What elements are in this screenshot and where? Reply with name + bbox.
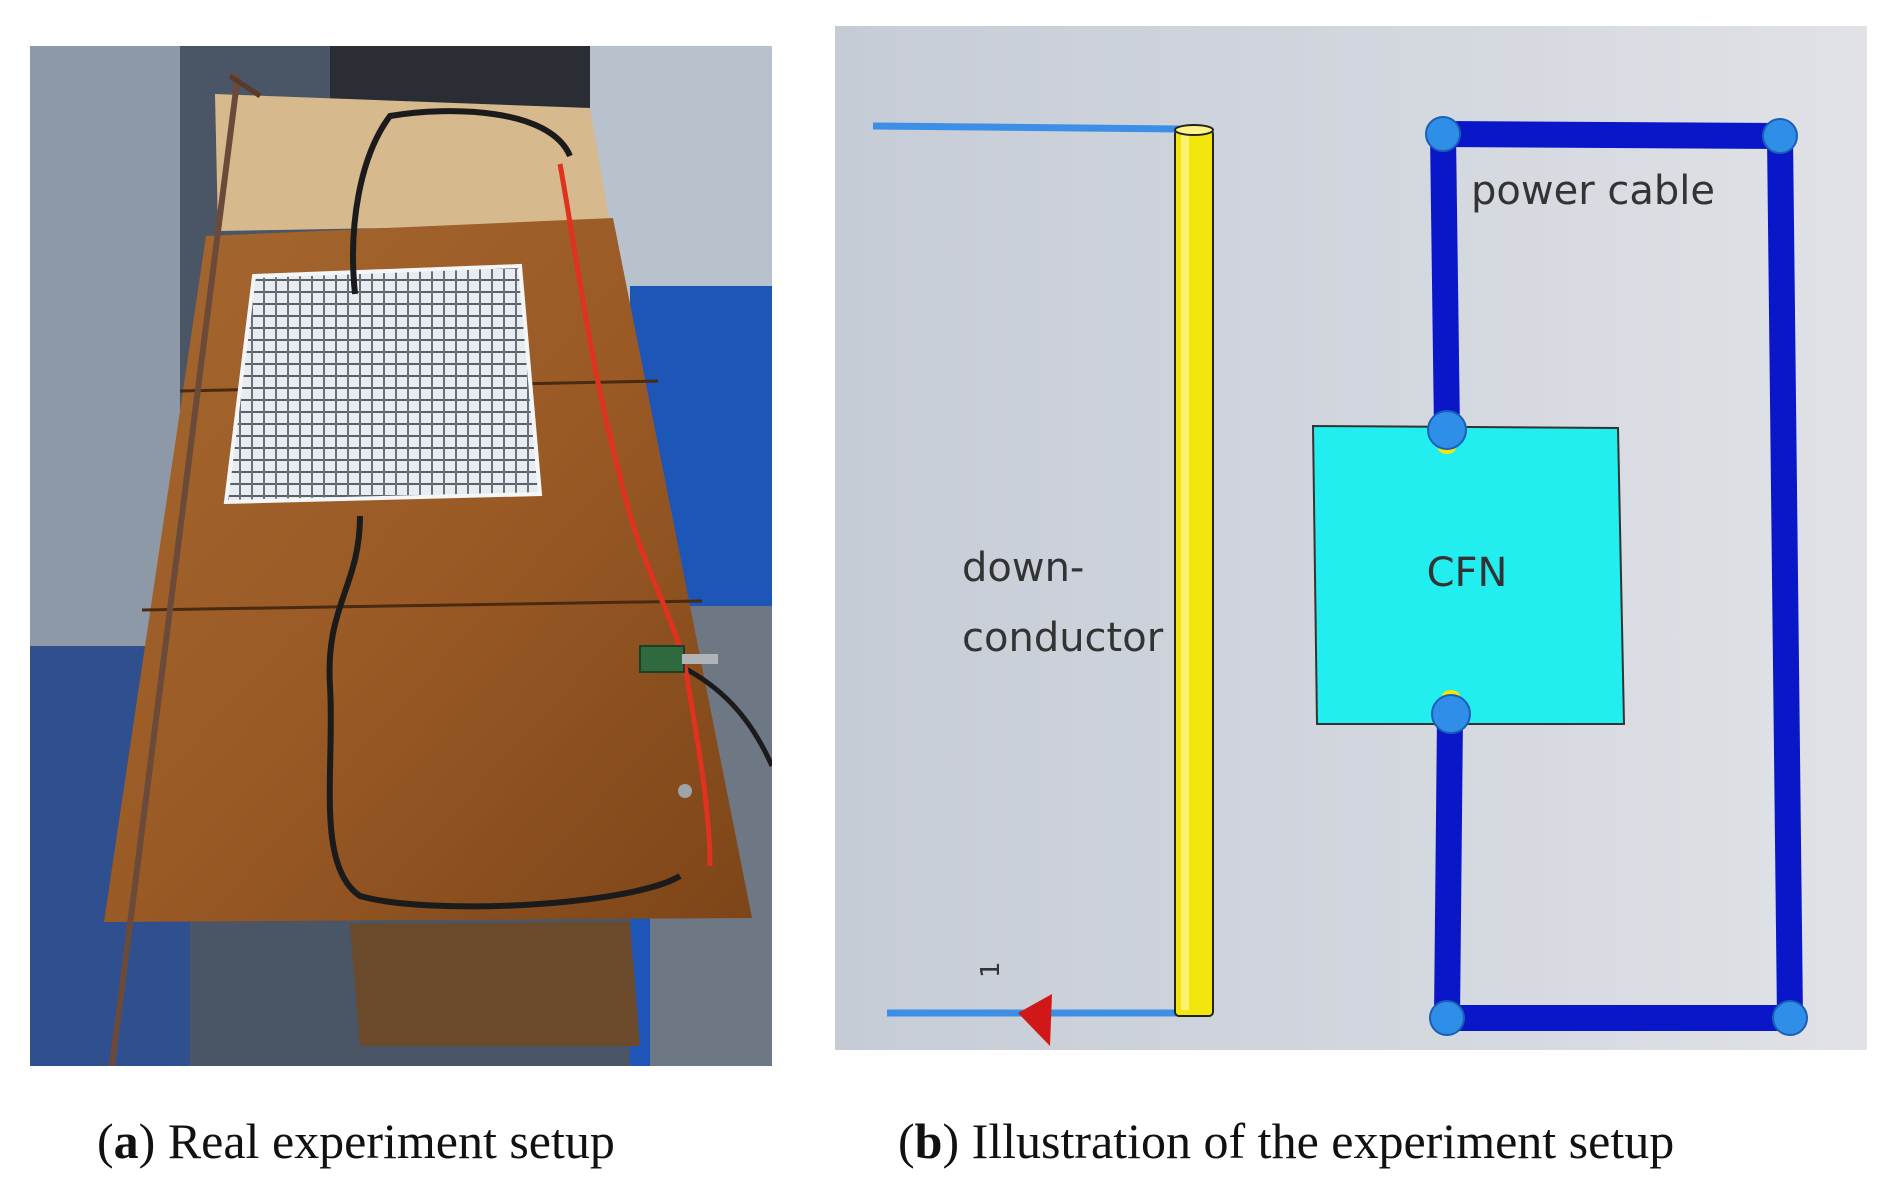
- caption-b-text: Illustration of the experiment setup: [971, 1113, 1675, 1169]
- copper-rod: [109, 73, 241, 1066]
- simulation-illustration: 1 CFN power cable down- con: [835, 26, 1867, 1050]
- port-marker: [1018, 994, 1052, 1046]
- cfn-box: [1311, 424, 1626, 725]
- caption-b: (b) Illustration of the experiment setup: [898, 1113, 1675, 1169]
- caption-a: (a) Real experiment setup: [97, 1113, 615, 1169]
- photo-illustration: [30, 46, 772, 1066]
- cable-joints: [1425, 116, 1808, 1036]
- port-label: 1: [976, 961, 1006, 978]
- black-cable: [326, 108, 682, 910]
- down-conductor-label-line1: down-: [962, 545, 1084, 591]
- cfn-label: CFN: [1427, 550, 1508, 596]
- down-conductor-label-line2: conductor: [962, 615, 1164, 661]
- top-feed-line: [872, 122, 1181, 133]
- caption-a-text: Real experiment setup: [167, 1113, 615, 1169]
- down-conductor: [1174, 129, 1214, 1017]
- power-cable-label: power cable: [1471, 168, 1715, 214]
- caption-b-letter: b: [914, 1113, 943, 1169]
- cfn-mesh-sample: [223, 263, 543, 505]
- red-cable: [557, 163, 713, 867]
- current-sensor: [639, 645, 685, 673]
- photo-real-setup: [30, 46, 772, 1066]
- caption-a-letter: a: [113, 1113, 139, 1169]
- circuit-diagram: 1 CFN power cable down- con: [872, 116, 1808, 1046]
- power-cable: [1430, 121, 1803, 1031]
- back-board: [215, 94, 610, 231]
